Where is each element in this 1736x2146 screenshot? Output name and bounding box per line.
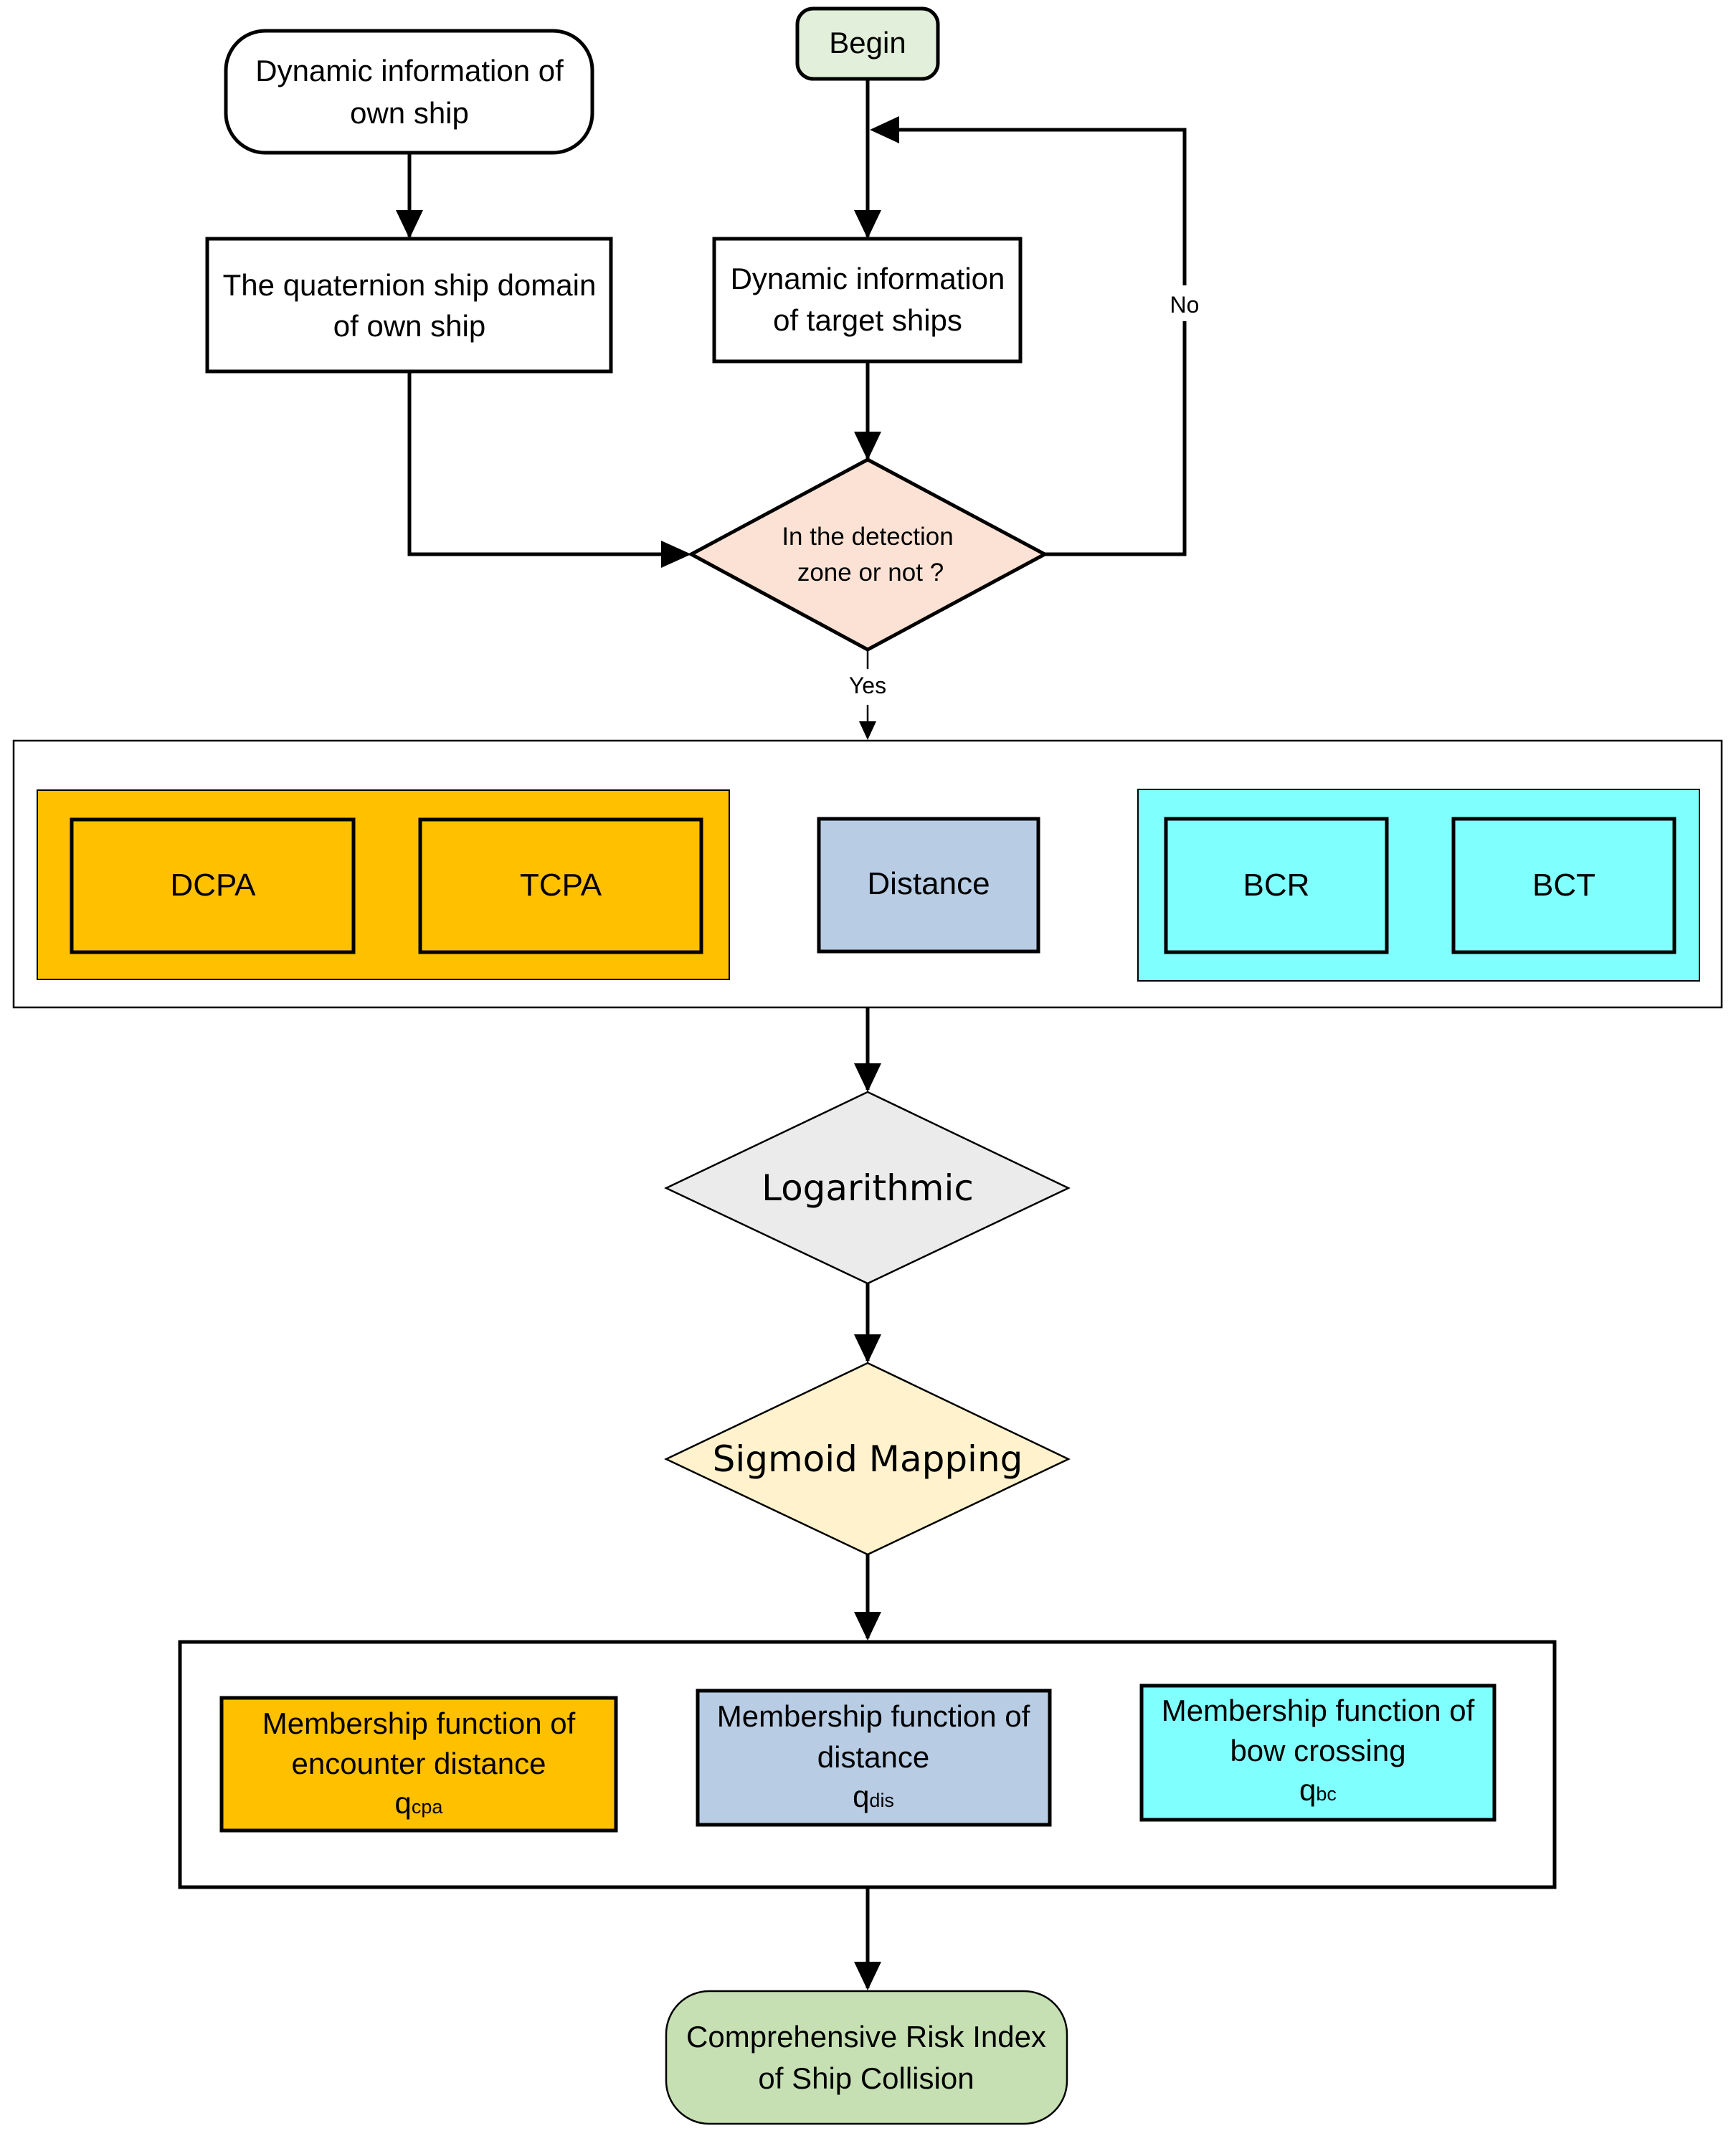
distance-shape bbox=[817, 817, 1040, 954]
bcr-shape bbox=[1164, 817, 1389, 954]
edge-quaternion-to-decision bbox=[407, 371, 663, 556]
risk-index-line-1: Comprehensive Risk Index bbox=[686, 2020, 1046, 2054]
mf-distance-line-1: Membership function of bbox=[717, 1699, 1030, 1733]
connectors: No Yes bbox=[396, 79, 1202, 1990]
begin-label: Begin bbox=[829, 26, 906, 60]
own-ship-info-line-1: Dynamic information of bbox=[255, 54, 564, 87]
detection-decision-line-2: zone or not ? bbox=[797, 559, 944, 587]
arrowhead bbox=[854, 1612, 881, 1641]
risk-index-line-2: of Ship Collision bbox=[758, 2061, 974, 2095]
bct-shape bbox=[1451, 817, 1676, 954]
node-bct: BCT bbox=[1451, 817, 1676, 954]
arrowhead bbox=[854, 1063, 881, 1092]
node-risk-index: Comprehensive Risk Index of Ship Collisi… bbox=[665, 1990, 1068, 2125]
dcpa-label: DCPA bbox=[171, 868, 257, 903]
arrowhead bbox=[854, 432, 881, 460]
target-ships-info-line-1: Dynamic information bbox=[731, 262, 1005, 295]
own-ship-info-line-2: own ship bbox=[350, 96, 469, 130]
node-begin: Begin bbox=[795, 6, 940, 81]
arrowhead bbox=[859, 721, 876, 740]
mf-encounter-line-2: encounter distance bbox=[292, 1747, 546, 1780]
node-detection-decision: In the detection zone or not ? bbox=[687, 457, 1049, 652]
logarithmic-shape bbox=[664, 1091, 1071, 1285]
mf-bow-shape bbox=[1139, 1684, 1497, 1822]
quaternion-domain-line-2: of own ship bbox=[333, 309, 485, 343]
no-label-bg bbox=[1167, 285, 1202, 321]
node-tcpa: TCPA bbox=[418, 817, 703, 954]
mf-distance-shape bbox=[696, 1689, 1052, 1827]
mf-encounter-shape bbox=[219, 1696, 618, 1833]
node-target-ships-info: Dynamic information of target ships bbox=[712, 237, 1023, 364]
edge-label-no: No bbox=[1170, 292, 1200, 318]
begin-shape bbox=[795, 6, 940, 81]
sigmoid-shape bbox=[664, 1362, 1071, 1556]
tcpa-label: TCPA bbox=[520, 868, 602, 903]
own-ship-info-shape bbox=[224, 29, 594, 155]
bcr-label: BCR bbox=[1243, 868, 1310, 903]
target-ships-info-shape bbox=[712, 237, 1023, 364]
mf-bow-symbol: qbc bbox=[1299, 1773, 1337, 1807]
mf-bow-line-2: bow crossing bbox=[1230, 1734, 1405, 1767]
arrowhead bbox=[870, 116, 899, 143]
edge-label-yes: Yes bbox=[849, 673, 886, 698]
node-distance: Distance bbox=[817, 817, 1040, 954]
mf-encounter-line-1: Membership function of bbox=[262, 1706, 576, 1740]
mf-distance-line-2: distance bbox=[817, 1740, 929, 1774]
sigmoid-label: Sigmoid Mapping bbox=[713, 1438, 1023, 1480]
arrowhead bbox=[661, 541, 691, 568]
mf-encounter-symbol: qcpa bbox=[395, 1786, 444, 1820]
quaternion-domain-shape bbox=[205, 237, 613, 374]
detection-decision-line-1: In the detection bbox=[782, 523, 953, 551]
mf-distance-symbol: qdis bbox=[853, 1780, 894, 1813]
node-dcpa: DCPA bbox=[70, 817, 356, 954]
detection-decision-shape bbox=[687, 457, 1049, 652]
tcpa-shape bbox=[418, 817, 703, 954]
node-bcr: BCR bbox=[1164, 817, 1389, 954]
target-ships-info-line-2: of target ships bbox=[773, 303, 962, 337]
risk-index-shape bbox=[665, 1990, 1068, 2125]
mf-bow-line-1: Membership function of bbox=[1162, 1694, 1475, 1727]
node-own-ship-info: Dynamic information of own ship bbox=[224, 29, 594, 155]
quaternion-domain-line-1: The quaternion ship domain bbox=[223, 268, 597, 302]
membership-group: Membership function of encounter distanc… bbox=[178, 1640, 1557, 1889]
node-sigmoid: Sigmoid Mapping bbox=[664, 1362, 1071, 1556]
node-logarithmic: Logarithmic bbox=[664, 1091, 1071, 1285]
yes-label-bg bbox=[845, 669, 891, 705]
arrowhead bbox=[854, 1962, 881, 1990]
arrowhead bbox=[854, 1334, 881, 1363]
dcpa-shape bbox=[70, 817, 356, 954]
edge-decision-no-loop bbox=[896, 128, 1187, 556]
bct-label: BCT bbox=[1532, 868, 1595, 903]
criteria-group: DCPA TCPA Distance BCR BCT bbox=[12, 739, 1723, 1009]
arrowhead bbox=[396, 210, 423, 239]
node-mf-bow: Membership function of bow crossing qbc bbox=[1139, 1684, 1497, 1822]
arrowhead bbox=[854, 210, 881, 239]
logarithmic-label: Logarithmic bbox=[762, 1167, 974, 1209]
node-mf-encounter: Membership function of encounter distanc… bbox=[219, 1696, 618, 1833]
node-mf-distance: Membership function of distance qdis bbox=[696, 1689, 1052, 1827]
node-quaternion-domain: The quaternion ship domain of own ship bbox=[205, 237, 613, 374]
distance-label: Distance bbox=[867, 866, 990, 901]
